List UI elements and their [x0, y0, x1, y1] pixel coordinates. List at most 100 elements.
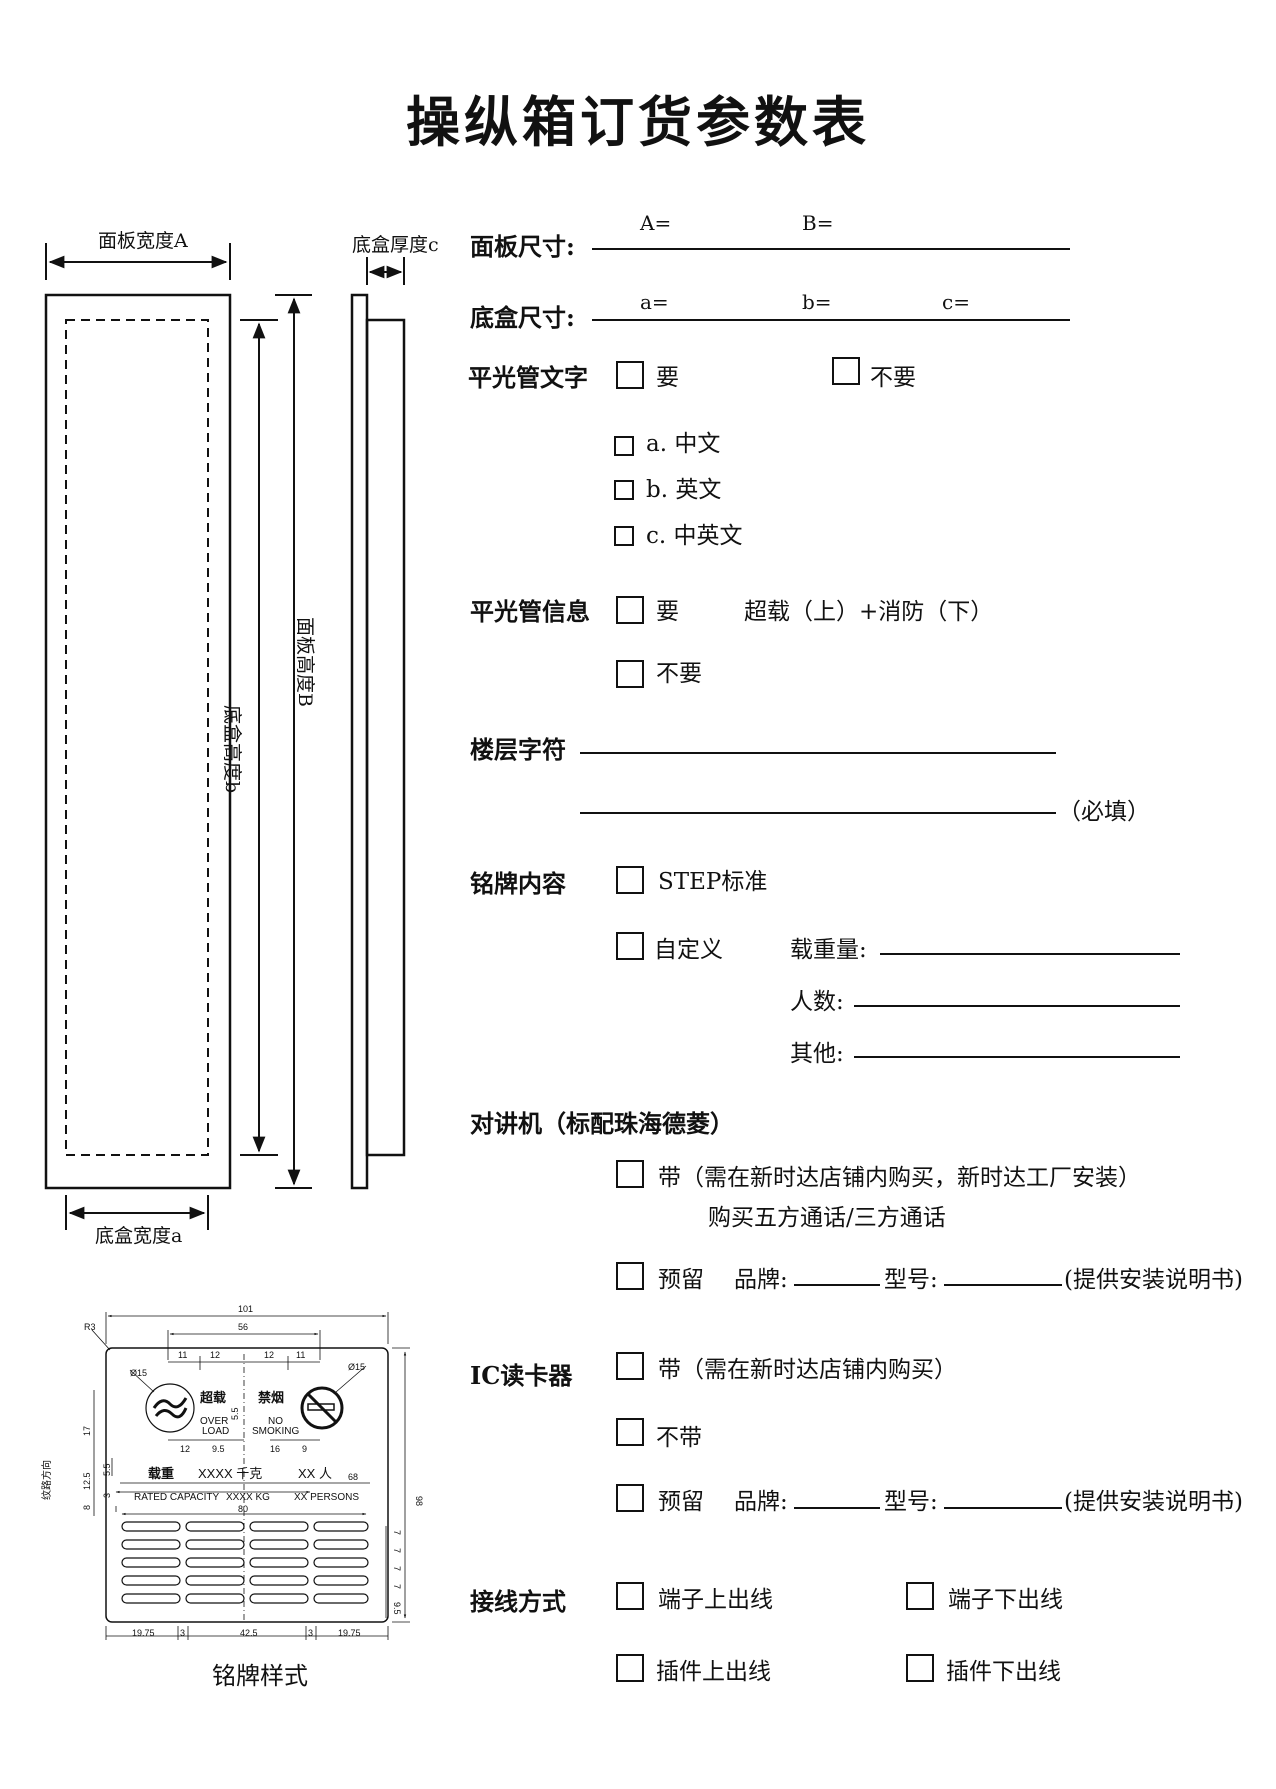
np-dim-125: 12.5	[82, 1472, 92, 1490]
panel-size-b: B=	[802, 211, 834, 235]
tube-text-a-checkbox[interactable]	[614, 436, 634, 456]
np-dim-phi15b: Ø15	[348, 1362, 365, 1372]
tube-text-a-label: a. 中文	[646, 431, 721, 457]
np-overload-en2: LOAD	[202, 1426, 229, 1437]
tube-info-yes-checkbox[interactable]	[616, 596, 644, 624]
nameplate-caption: 铭牌样式	[212, 1662, 308, 1690]
ic-reader-without-checkbox[interactable]	[616, 1418, 644, 1446]
nameplate-other-field[interactable]	[854, 1056, 1180, 1058]
np-dim-1975a: 19.75	[132, 1628, 155, 1638]
intercom-model-label: 型号:	[884, 1267, 938, 1293]
np-dim-425: 42.5	[240, 1628, 258, 1638]
np-dim-95: 9.5	[212, 1444, 225, 1454]
np-dim-55a: 5.5	[102, 1463, 112, 1476]
np-dim-7b: 7	[392, 1548, 402, 1553]
tube-text-yes-checkbox[interactable]	[616, 361, 644, 389]
np-dim-phi15a: Ø15	[130, 1368, 147, 1378]
tube-text-c-checkbox[interactable]	[614, 526, 634, 546]
floor-chars-label: 楼层字符	[470, 735, 566, 764]
np-capacity-en-label: RATED CAPACITY	[134, 1492, 220, 1503]
np-smoking-cn: 禁烟	[258, 1390, 284, 1405]
nameplate-custom-checkbox[interactable]	[616, 932, 644, 960]
nameplate-persons-field[interactable]	[854, 1005, 1180, 1007]
panel-width-label: 面板宽度A	[98, 230, 188, 252]
nameplate-other-label: 其他:	[790, 1041, 844, 1067]
np-side-label: 纹路方向	[40, 1460, 53, 1500]
wiring-terminal-down-label: 端子下出线	[948, 1587, 1063, 1613]
wiring-plug-down-label: 插件下出线	[946, 1659, 1061, 1685]
np-dim-68: 68	[348, 1472, 358, 1482]
panel-size-a: A=	[640, 211, 672, 235]
np-smoking-en1: NO	[268, 1416, 283, 1427]
ic-reader-label: IC读卡器	[470, 1361, 573, 1390]
panel-size-field[interactable]	[592, 248, 1070, 250]
np-overload-en1: OVER	[200, 1416, 228, 1427]
np-dim-3b: 3	[308, 1628, 313, 1638]
np-dim-12b: 12	[264, 1350, 274, 1360]
intercom-model-field[interactable]	[944, 1284, 1062, 1286]
side-box	[365, 318, 406, 1157]
np-dim-3a: 3	[180, 1628, 185, 1638]
np-dim-17: 17	[82, 1426, 92, 1436]
ic-reader-manual-note: (提供安装说明书)	[1064, 1489, 1243, 1515]
box-size-a: a=	[640, 290, 669, 314]
intercom-brand-label: 品牌:	[734, 1267, 788, 1293]
intercom-label: 对讲机（标配珠海德菱）	[470, 1109, 734, 1138]
np-dim-98: 98	[414, 1496, 424, 1506]
tube-text-label: 平光管文字	[468, 363, 588, 392]
ic-reader-without-label: 不带	[656, 1425, 702, 1451]
np-dim-12a: 12	[210, 1350, 220, 1360]
wiring-terminal-down-checkbox[interactable]	[906, 1582, 934, 1610]
tube-info-no-checkbox[interactable]	[616, 660, 644, 688]
np-dim-80: 80	[238, 1504, 248, 1514]
panel-size-label: 面板尺寸:	[470, 232, 575, 261]
tube-info-label: 平光管信息	[470, 597, 590, 626]
tube-text-yes-label: 要	[656, 365, 679, 391]
panel-outline	[44, 293, 232, 1190]
panel-height-label: 面板高度B	[294, 617, 316, 707]
intercom-with-checkbox[interactable]	[616, 1160, 644, 1188]
tube-info-yes-note: 超载（上）+消防（下）	[744, 599, 994, 625]
nameplate-load-field[interactable]	[880, 953, 1180, 955]
box-size-c: c=	[942, 290, 970, 314]
tube-text-no-label: 不要	[870, 365, 916, 391]
box-size-field[interactable]	[592, 319, 1070, 321]
wiring-label: 接线方式	[470, 1587, 566, 1616]
side-panel	[350, 293, 369, 1190]
wiring-plug-up-checkbox[interactable]	[616, 1654, 644, 1682]
np-dim-11b: 11	[296, 1350, 305, 1360]
np-dim-12c: 12	[180, 1444, 190, 1454]
box-outline	[65, 319, 209, 1156]
np-persons-en: XX PERSONS	[294, 1492, 359, 1503]
wiring-plug-down-checkbox[interactable]	[906, 1654, 934, 1682]
box-size-b: b=	[802, 290, 832, 314]
floor-chars-field-1[interactable]	[580, 752, 1056, 754]
nameplate-step-checkbox[interactable]	[616, 866, 644, 894]
np-dim-56: 56	[238, 1322, 248, 1332]
tube-info-yes-label: 要	[656, 599, 679, 625]
tube-text-b-checkbox[interactable]	[614, 480, 634, 500]
ic-reader-with-label: 带（需在新时达店铺内购买）	[658, 1357, 957, 1383]
np-capacity-en-value: XXXX KG	[226, 1492, 270, 1503]
box-height-label: 底盒高度b	[221, 705, 243, 794]
wiring-terminal-up-checkbox[interactable]	[616, 1582, 644, 1610]
nameplate-content-label: 铭牌内容	[470, 869, 566, 898]
np-dim-1975b: 19.75	[338, 1628, 361, 1638]
ic-reader-with-checkbox[interactable]	[616, 1352, 644, 1380]
ic-reader-reserve-checkbox[interactable]	[616, 1484, 644, 1512]
nameplate-custom-label: 自定义	[654, 937, 723, 963]
np-dim-11a: 11	[178, 1350, 187, 1360]
ic-reader-brand-field[interactable]	[794, 1507, 880, 1509]
np-dim-3: 3	[102, 1493, 112, 1498]
ic-reader-model-field[interactable]	[944, 1507, 1062, 1509]
ic-reader-brand-label: 品牌:	[734, 1489, 788, 1515]
tube-text-no-checkbox[interactable]	[832, 357, 860, 385]
floor-chars-field-2[interactable]	[580, 812, 1056, 814]
nameplate-step-label: STEP标准	[658, 869, 768, 895]
np-capacity-cn-value: XXXX 千克	[198, 1466, 262, 1481]
np-dim-16: 16	[270, 1444, 280, 1454]
np-smoking-en2: SMOKING	[252, 1426, 299, 1437]
intercom-reserve-checkbox[interactable]	[616, 1262, 644, 1290]
tube-text-b-label: b. 英文	[646, 477, 722, 503]
intercom-brand-field[interactable]	[794, 1284, 880, 1286]
